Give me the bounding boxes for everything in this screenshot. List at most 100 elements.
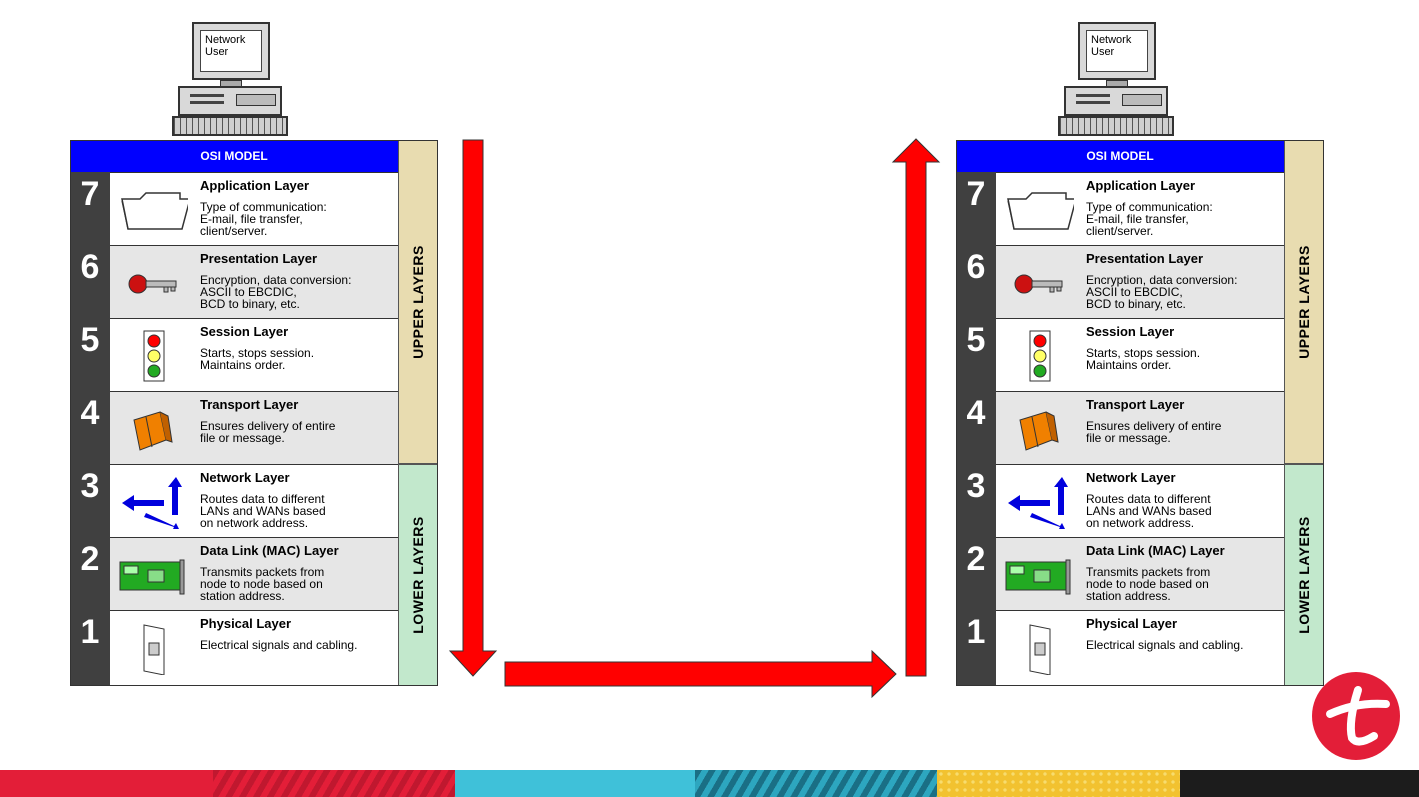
layer-description: Transmits packets from node to node base…	[1086, 565, 1211, 603]
monitor: Network User	[1078, 22, 1156, 80]
keyboard	[172, 116, 288, 136]
layer-title: Data Link (MAC) Layer	[200, 543, 339, 558]
osi-model-right: OSI MODEL 7 Application Layer Type of co…	[956, 140, 1324, 686]
layer-title: Session Layer	[200, 324, 289, 339]
screen-text-line1: Network	[205, 34, 246, 46]
footer-stripe-red	[0, 770, 213, 797]
footer-stripe-yellow-dotted	[937, 770, 1180, 797]
layer-row-physical: Physical Layer Electrical signals and ca…	[996, 610, 1284, 683]
layer-title: Physical Layer	[1086, 616, 1178, 631]
layer-number: 1	[80, 613, 100, 651]
layer-row-data-link: Data Link (MAC) Layer Transmits packets …	[110, 537, 398, 610]
layer-number: 7	[966, 175, 986, 213]
briefcase-icon	[1019, 411, 1059, 451]
layer-number: 3	[80, 467, 100, 505]
layer-row-network: Network Layer Routes data to different L…	[110, 464, 398, 537]
layer-description: Starts, stops session. Maintains order.	[1086, 346, 1201, 372]
traffic-light-icon	[1029, 330, 1051, 382]
network-card-icon	[1005, 559, 1071, 595]
screen-text-line2: User	[1091, 46, 1115, 58]
upper-layers-band: UPPER LAYERS	[1284, 140, 1324, 464]
layer-number: 2	[966, 540, 986, 578]
layer-description: Electrical signals and cabling.	[1086, 638, 1244, 652]
layer-number: 3	[966, 467, 986, 505]
footer-stripe-cyan	[455, 770, 695, 797]
layer-title: Presentation Layer	[1086, 251, 1204, 266]
routing-arrows-icon	[1008, 477, 1068, 529]
folder-icon	[121, 192, 188, 230]
layer-row-transport: Transport Layer Ensures delivery of enti…	[996, 391, 1284, 464]
layer-title: Data Link (MAC) Layer	[1086, 543, 1225, 558]
layer-title: Session Layer	[1086, 324, 1175, 339]
wall-jack-icon	[143, 624, 165, 675]
cpu-case	[1064, 86, 1168, 116]
layer-description: Type of communication: E-mail, file tran…	[1086, 200, 1213, 238]
layer-number-column	[956, 172, 996, 686]
osi-header: OSI MODEL	[956, 140, 1284, 172]
screen-text-line2: User	[205, 46, 229, 58]
briefcase-icon	[133, 411, 173, 451]
layer-description: Starts, stops session. Maintains order.	[200, 346, 315, 372]
layer-title: Transport Layer	[1086, 397, 1185, 412]
layer-number: 6	[966, 248, 986, 286]
layer-number: 4	[966, 394, 986, 432]
routing-arrows-icon	[122, 477, 182, 529]
wall-jack-icon	[1029, 624, 1051, 675]
layer-number: 7	[80, 175, 100, 213]
layer-row-network: Network Layer Routes data to different L…	[996, 464, 1284, 537]
layer-row-presentation: Presentation Layer Encryption, data conv…	[996, 245, 1284, 318]
layer-row-data-link: Data Link (MAC) Layer Transmits packets …	[996, 537, 1284, 610]
layer-title: Application Layer	[1086, 178, 1196, 193]
layer-title: Transport Layer	[200, 397, 299, 412]
layer-number: 5	[80, 321, 100, 359]
key-icon	[1014, 274, 1063, 294]
layer-number: 2	[80, 540, 100, 578]
layer-description: Encryption, data conversion: ASCII to EB…	[1086, 273, 1238, 311]
layer-title: Presentation Layer	[200, 251, 318, 266]
brand-logo-icon	[1312, 672, 1400, 760]
layer-number: 1	[966, 613, 986, 651]
keyboard	[1058, 116, 1174, 136]
key-icon	[128, 274, 177, 294]
down-arrow	[448, 139, 498, 677]
osi-model-left: OSI MODEL 7 Application Layer Type of co…	[70, 140, 438, 686]
layer-title: Physical Layer	[200, 616, 292, 631]
layer-title: Application Layer	[200, 178, 310, 193]
folder-icon	[1007, 192, 1074, 230]
layer-description: Encryption, data conversion: ASCII to EB…	[200, 273, 352, 311]
layer-number: 4	[80, 394, 100, 432]
layer-number-column	[70, 172, 110, 686]
layer-row-application: Application Layer Type of communication:…	[996, 172, 1284, 245]
footer-stripe-teal-hatched	[695, 770, 937, 797]
layer-row-session: Session Layer Starts, stops session. Mai…	[110, 318, 398, 391]
traffic-light-icon	[143, 330, 165, 382]
layer-row-session: Session Layer Starts, stops session. Mai…	[996, 318, 1284, 391]
osi-header: OSI MODEL	[70, 140, 398, 172]
layer-description: Ensures delivery of entire file or messa…	[200, 419, 336, 445]
layer-title: Network Layer	[200, 470, 290, 485]
monitor: Network User	[192, 22, 270, 80]
layer-description: Routes data to different LANs and WANs b…	[200, 492, 326, 530]
layer-row-application: Application Layer Type of communication:…	[110, 172, 398, 245]
left-computer-icon: Network User	[172, 22, 298, 136]
footer-stripe-red-hatched	[213, 770, 455, 797]
layer-row-transport: Transport Layer Ensures delivery of enti…	[110, 391, 398, 464]
computer-screen: Network User	[1086, 30, 1148, 72]
layer-row-physical: Physical Layer Electrical signals and ca…	[110, 610, 398, 683]
up-arrow	[891, 138, 941, 677]
layer-description: Type of communication: E-mail, file tran…	[200, 200, 327, 238]
layer-description: Electrical signals and cabling.	[200, 638, 358, 652]
right-arrow	[504, 649, 897, 699]
footer-stripe-black	[1180, 770, 1419, 797]
layer-description: Ensures delivery of entire file or messa…	[1086, 419, 1222, 445]
layer-title: Network Layer	[1086, 470, 1176, 485]
lower-layers-band: LOWER LAYERS	[398, 464, 438, 686]
right-computer-icon: Network User	[1058, 22, 1184, 136]
computer-screen: Network User	[200, 30, 262, 72]
screen-text-line1: Network	[1091, 34, 1132, 46]
layer-description: Transmits packets from node to node base…	[200, 565, 325, 603]
layer-description: Routes data to different LANs and WANs b…	[1086, 492, 1212, 530]
cpu-case	[178, 86, 282, 116]
layer-number: 5	[966, 321, 986, 359]
